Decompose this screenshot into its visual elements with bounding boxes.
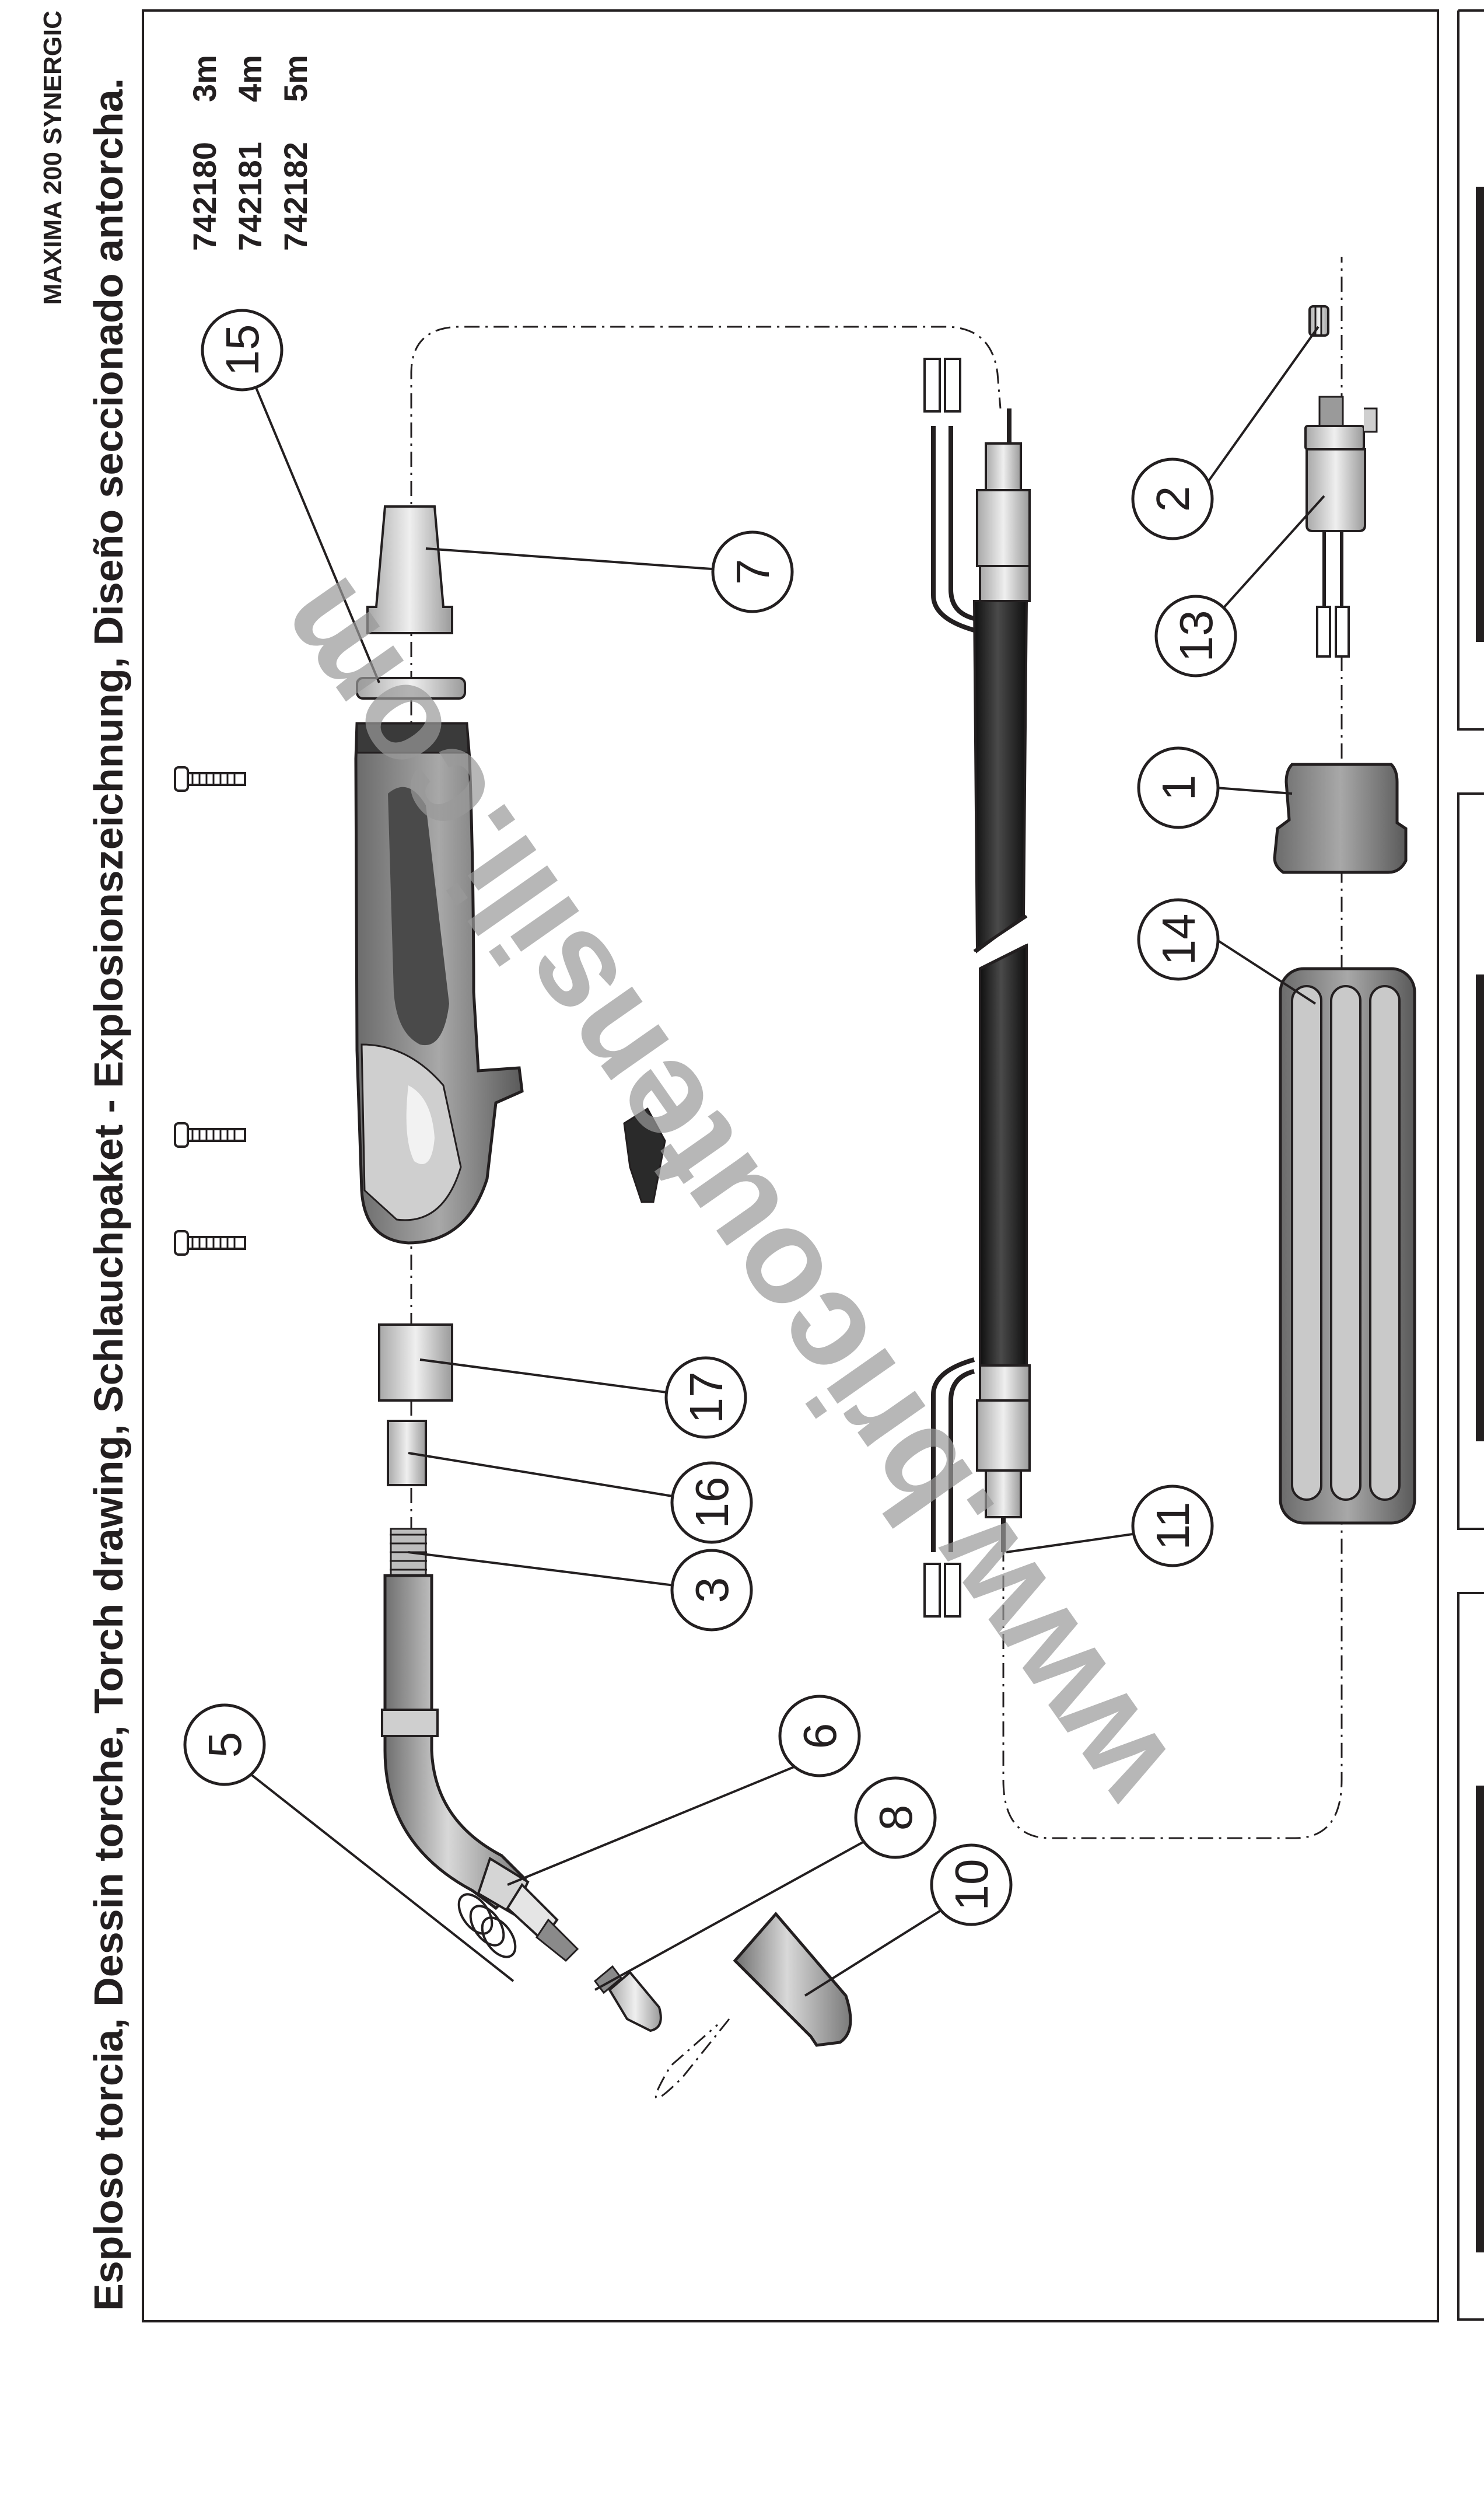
callout-number: 2 [1147, 486, 1199, 512]
callout-1: 1 [1137, 746, 1220, 829]
model-name: MAXIMA 200 SYNERGIC [38, 11, 67, 305]
side-frame-3 [1457, 1592, 1484, 2321]
screw-icon [174, 1122, 246, 1148]
torch-code: 742182 [277, 142, 314, 251]
torch-length: 5m [277, 55, 314, 102]
callout-5: 5 [183, 1703, 266, 1786]
callout-number: 17 [680, 1372, 732, 1424]
cable-boot [366, 505, 453, 634]
contact-tip-8 [593, 1965, 662, 2032]
callout-number: 1 [1153, 775, 1205, 801]
torch-handle [354, 722, 524, 1245]
callout-11: 11 [1131, 1484, 1214, 1567]
torch-code: 742180 [186, 142, 223, 251]
callout-number: 11 [1147, 1501, 1199, 1550]
callout-number: 7 [727, 559, 779, 585]
spring-5 [457, 1893, 517, 1958]
torch-code-list: 742180 3m 742181 4m 742182 5m [186, 55, 314, 251]
sleeve-17 [378, 1323, 453, 1402]
torch-axis [410, 326, 1002, 584]
callout-7: 7 [711, 530, 794, 613]
callout-15: 15 [201, 309, 284, 392]
trigger [623, 1107, 666, 1203]
screw-icon [174, 1230, 246, 1256]
callout-2: 2 [1131, 457, 1214, 540]
leader-lines [238, 326, 1325, 1997]
callout-number: 15 [216, 324, 268, 376]
callout-6: 6 [778, 1695, 861, 1777]
callout-number: 8 [870, 1805, 922, 1831]
callouts: 15 7 2 13 1 14 11 17 16 3 5 6 8 10 [183, 309, 1237, 1926]
callout-number: 14 [1153, 914, 1205, 966]
handle-ring [356, 677, 466, 700]
torch-code: 742181 [232, 142, 268, 251]
tip-axis [654, 2018, 730, 2100]
cable-cover-14 [1279, 967, 1416, 1525]
main-frame [142, 9, 1439, 2322]
callout-number: 5 [199, 1732, 251, 1758]
connector-13 [1304, 305, 1378, 658]
callout-number: 3 [686, 1577, 738, 1604]
side-frame-1 [1457, 9, 1484, 731]
side-frame-2 [1457, 792, 1484, 1530]
swan-neck [381, 1528, 579, 1962]
torch-length: 4m [232, 55, 268, 102]
callout-14: 14 [1137, 898, 1220, 981]
callout-10: 10 [930, 1843, 1013, 1926]
torch-length: 3m [186, 55, 223, 102]
screw-icon [174, 766, 246, 792]
cable-assembly [923, 358, 1031, 1618]
side-frame-mark-1 [1476, 187, 1484, 642]
callout-number: 13 [1170, 610, 1222, 662]
callout-16: 16 [670, 1461, 753, 1544]
callout-17: 17 [664, 1356, 747, 1439]
nozzle-10 [733, 1912, 852, 2047]
callout-8: 8 [854, 1776, 937, 1859]
callout-13: 13 [1154, 595, 1237, 677]
knob-1 [1273, 763, 1408, 874]
insulator-16 [387, 1420, 427, 1486]
page-title: Esploso torcia, Dessin torche, Torch dra… [86, 78, 131, 2311]
cable-loop [1002, 875, 1343, 1839]
callout-number: 16 [686, 1477, 738, 1529]
callout-number: 6 [794, 1723, 846, 1749]
side-frame-mark-2 [1476, 974, 1484, 1441]
callout-3: 3 [670, 1549, 753, 1632]
callout-number: 10 [946, 1859, 998, 1911]
side-frame-mark-3 [1476, 1786, 1484, 2252]
screws [174, 766, 246, 1256]
